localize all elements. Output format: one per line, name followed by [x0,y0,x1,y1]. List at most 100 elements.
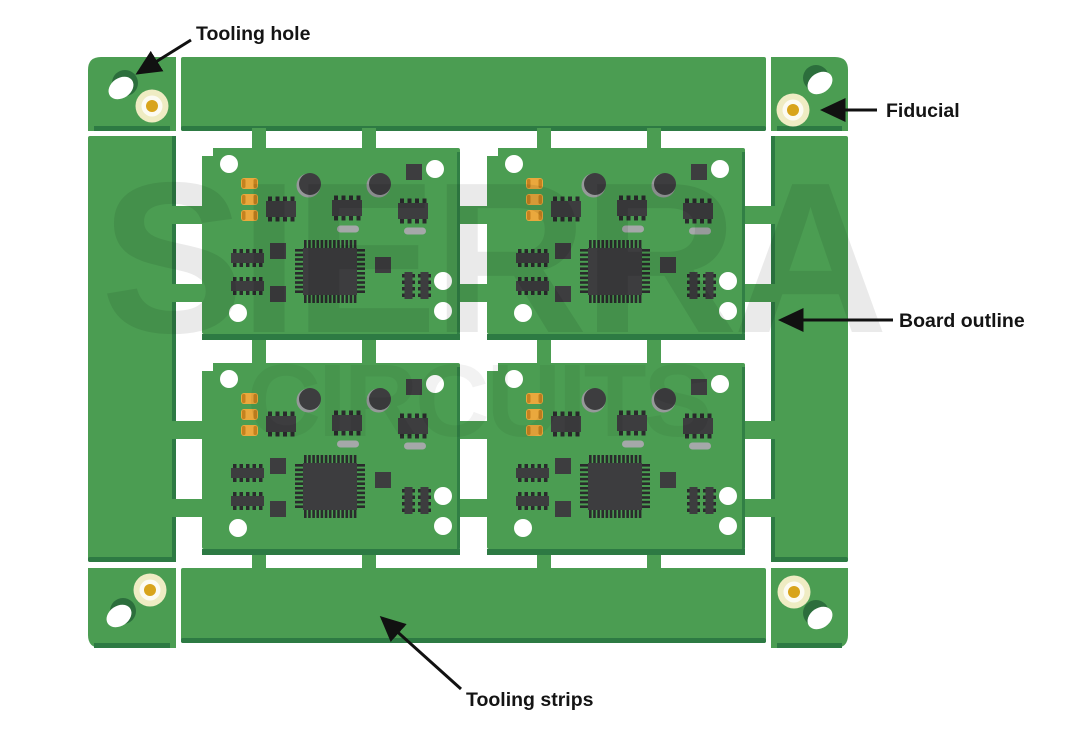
pin [524,492,528,497]
pin [619,195,623,201]
rail-edge-line [771,136,775,562]
pin [641,249,650,252]
pin [575,196,580,202]
pin [685,413,689,419]
pin [700,218,704,224]
board-outline-label: Board outline [899,310,1025,332]
pin [345,294,349,303]
pin [407,218,412,224]
pin [233,262,237,267]
pin [697,502,700,506]
pin [356,505,365,508]
pin [275,431,280,437]
cap-end [242,211,246,220]
pin [580,500,589,504]
capacitor-round [369,173,391,195]
board-bottom-edge [487,549,745,555]
pin [295,496,304,499]
pin [402,495,405,499]
pin [597,294,600,303]
header-horizontal [516,281,549,291]
pin [239,505,243,510]
pin [356,215,361,221]
pin [246,492,250,497]
pin [418,502,421,506]
pin [618,509,621,518]
resistor [404,227,426,235]
pin [233,477,237,482]
pin [580,262,589,266]
pin [703,508,706,512]
rail-body [771,136,848,562]
pin [580,468,589,472]
pin [356,272,365,275]
pin [537,464,541,469]
header-vertical [420,487,429,514]
pin [337,509,340,518]
cap-end [538,211,542,220]
pin [422,413,427,419]
pin [575,216,580,222]
pin [641,468,650,472]
pin [641,258,650,261]
pin [630,294,634,303]
pin [641,195,646,201]
pin [415,413,419,419]
pin [641,496,650,499]
pin [246,505,250,510]
cap-end [253,211,257,220]
pin [356,464,365,467]
cap-end [538,410,542,419]
pin [412,293,415,297]
pin [537,477,541,482]
pin [239,492,243,497]
pin [518,477,522,482]
tooling-hole [807,71,833,95]
rail-body [88,136,176,562]
pin [641,215,646,221]
board-corner-notch [487,363,498,371]
pin [641,473,650,476]
pin [295,468,304,472]
tooling-strips-label: Tooling strips [466,689,594,711]
tab [362,128,376,152]
pin [601,240,605,249]
pin [295,253,304,257]
pin [246,262,250,267]
pin [295,281,304,284]
pin [290,216,295,222]
pin [531,262,535,267]
chip-square [555,286,571,302]
tab [172,421,206,439]
pin [400,218,404,224]
pin [259,262,263,267]
pin [597,455,600,464]
pin [544,464,548,469]
header-vertical [404,487,413,514]
pin [687,508,690,512]
pin [356,281,365,284]
board-bottom-edge [487,334,745,340]
pin [400,433,404,439]
chip-square [270,243,286,259]
pin [580,482,589,485]
pin [537,277,541,282]
pcb-board-2 [487,148,745,340]
resistor [622,440,644,448]
tab [741,499,775,517]
pin [641,482,650,485]
pin [609,509,613,518]
fiducial-center [144,584,156,596]
pcb-board-3 [202,363,460,555]
pin [518,290,522,295]
fiducial-center [146,100,158,112]
corner-block-tl [88,57,176,131]
pin [259,464,263,469]
pin [641,262,650,266]
mounting-hole [514,519,532,537]
board-right-edge [457,367,460,549]
pin [345,455,349,464]
pin [524,464,528,469]
pin [575,411,580,417]
pin [685,433,689,439]
